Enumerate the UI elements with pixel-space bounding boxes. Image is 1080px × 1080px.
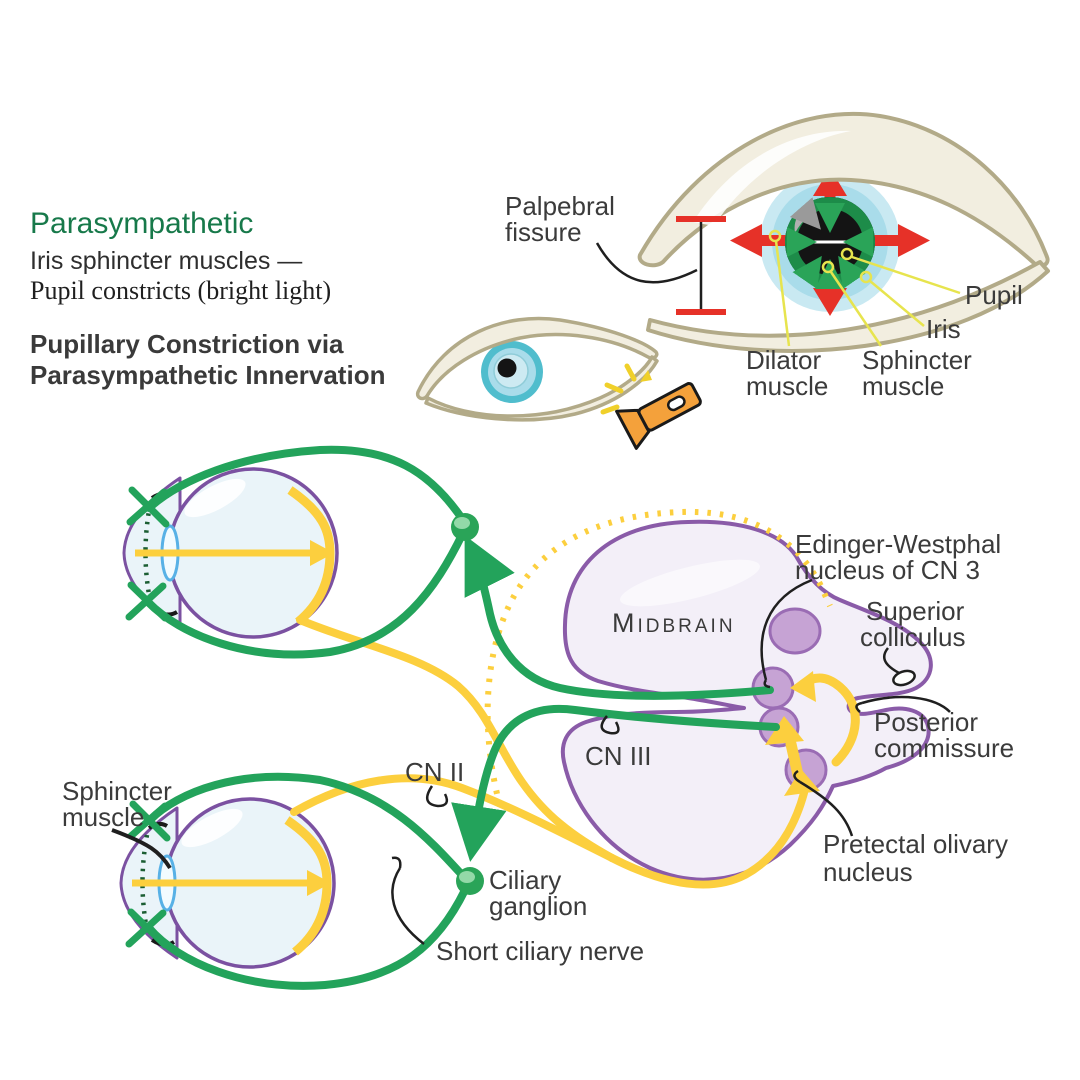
posterior-commissure-label-line2: commissure bbox=[874, 733, 1014, 763]
short-ciliary-nerve-label: Short ciliary nerve bbox=[436, 936, 644, 966]
light-rays-icon bbox=[600, 363, 637, 415]
parasympathetic-pathways bbox=[125, 445, 780, 990]
short-ciliary-bottom-eye-upper bbox=[146, 772, 467, 880]
pretectal-hook bbox=[793, 769, 801, 784]
midbrain-nucleus-blob bbox=[768, 607, 822, 655]
yellow-arrowhead-ew-lower bbox=[765, 716, 804, 745]
small-eye-pupil bbox=[497, 358, 517, 378]
pathway-eye-top bbox=[122, 467, 339, 639]
subtitle-line2: Pupil constricts (bright light) bbox=[30, 276, 331, 305]
pretectal-label-line1: Pretectal olivary bbox=[823, 829, 1008, 859]
lower-eyelid bbox=[646, 260, 1050, 353]
page-title: Parasympathetic bbox=[30, 207, 253, 240]
large-eye-diagram: Palpebral fissure Pupil Iris Dilator mus… bbox=[505, 111, 1050, 401]
cn2-label: CN II bbox=[405, 757, 464, 787]
dilator-muscle-label-line1: Dilator bbox=[746, 345, 821, 375]
pathway-pointers bbox=[111, 578, 951, 945]
short-ciliary-pointer bbox=[391, 867, 425, 945]
cn3-label: CN III bbox=[585, 741, 651, 771]
iris-label: Iris bbox=[926, 314, 961, 344]
short-ciliary-hook bbox=[391, 856, 402, 869]
caption-bold-line2: Parasympathetic Innervation bbox=[30, 360, 385, 390]
sphincter-arrow-crosses bbox=[125, 486, 171, 949]
midbrain-highlight bbox=[620, 559, 760, 607]
posterior-commissure-label-line1: Posterior bbox=[874, 707, 978, 737]
ciliary-ganglion-label-line2: ganglion bbox=[489, 891, 587, 921]
commissure-hook bbox=[798, 673, 860, 767]
label-pointers bbox=[768, 229, 961, 347]
midbrain-label: Midbrain bbox=[612, 608, 736, 638]
sphincter-muscle-label-line1: Sphincter bbox=[862, 345, 972, 375]
eyeball-highlight bbox=[184, 478, 246, 518]
cn3-to-bottom-ganglion bbox=[451, 704, 780, 862]
small-eye-upper-eyelid bbox=[415, 316, 659, 401]
sphincter-muscle-pointer bbox=[111, 828, 172, 870]
pupil-label: Pupil bbox=[965, 280, 1023, 310]
short-ciliary-top-eye-lower bbox=[144, 529, 467, 659]
dilator-muscle-label-line2: muscle bbox=[746, 371, 828, 401]
dilator-arrow-right-icon bbox=[874, 224, 930, 257]
posterior-commissure-pointer bbox=[861, 695, 951, 713]
pathway-sphincter-label-line2: muscle bbox=[62, 802, 144, 832]
edinger-westphal-pointer bbox=[760, 578, 813, 681]
pathway-diagram: Midbrain CN II CN III Edinger-Westphal n… bbox=[62, 445, 1014, 990]
up-arrow-shaft bbox=[785, 738, 804, 781]
light-ray-arrow-icon bbox=[789, 197, 821, 230]
short-ciliary-top-eye-upper bbox=[145, 445, 469, 527]
header-text-block: Parasympathetic Iris sphincter muscles —… bbox=[30, 207, 385, 390]
caption-bold-line1: Pupillary Constriction via bbox=[30, 329, 344, 359]
posterior-commissure-hook bbox=[855, 701, 863, 713]
cn2-pointer-curl bbox=[425, 785, 449, 808]
palpebral-fissure-label-line2: fissure bbox=[505, 217, 582, 247]
superior-colliculus-marker bbox=[892, 669, 916, 687]
cn3-pointer-curl bbox=[600, 715, 620, 735]
eyeball-highlight bbox=[181, 808, 243, 848]
superior-colliculus-label-line1: Superior bbox=[866, 596, 965, 626]
muscle-mark-top bbox=[147, 821, 169, 830]
optic-nerve-top-eye bbox=[296, 616, 616, 862]
ciliary-ganglion-top bbox=[451, 513, 479, 541]
superior-colliculus-label-line2: colliculus bbox=[860, 622, 966, 652]
sphincter-muscle-label-line2: muscle bbox=[862, 371, 944, 401]
contralateral-dotted-path bbox=[484, 508, 833, 807]
pathway-eye-bottom bbox=[119, 797, 336, 969]
palpebral-fissure-label-line1: Palpebral bbox=[505, 191, 615, 221]
subtitle-line1: Iris sphincter muscles — bbox=[30, 247, 302, 275]
sphincter-muscle-dots bbox=[143, 504, 153, 601]
cn3-to-top-ganglion bbox=[464, 535, 774, 700]
pretectal-label-line2: nucleus bbox=[823, 857, 913, 887]
small-eye-lower-eyelid bbox=[424, 355, 659, 422]
light-ray-wedge bbox=[640, 370, 652, 382]
short-ciliary-bottom-eye-lower bbox=[145, 886, 469, 990]
optic-nerve-bottom-eye bbox=[290, 774, 616, 862]
edinger-westphal-pointer-hook bbox=[763, 679, 771, 689]
superior-colliculus-pointer bbox=[882, 647, 900, 675]
ciliary-ganglion-bottom bbox=[456, 867, 484, 895]
edinger-westphal-label-line1: Edinger-Westphal bbox=[795, 529, 1001, 559]
ciliary-ganglion-label-line1: Ciliary bbox=[489, 865, 561, 895]
edinger-westphal-label-line2: nucleus of CN 3 bbox=[795, 555, 980, 585]
light-arrowhead bbox=[310, 540, 334, 566]
light-arrowhead bbox=[307, 870, 331, 896]
constriction-arrows-icon bbox=[787, 203, 873, 290]
flashlight-icon bbox=[600, 363, 702, 450]
palpebral-fissure-marker bbox=[595, 216, 726, 315]
pretectal-pointer bbox=[799, 780, 854, 837]
small-eye-with-flashlight bbox=[415, 316, 702, 450]
optic-tract-sweep bbox=[608, 789, 808, 889]
yellow-arrowhead-ew-upper bbox=[790, 671, 816, 702]
optic-nerve-pathways bbox=[290, 508, 860, 889]
pathway-sphincter-label-line1: Sphincter bbox=[62, 776, 172, 806]
